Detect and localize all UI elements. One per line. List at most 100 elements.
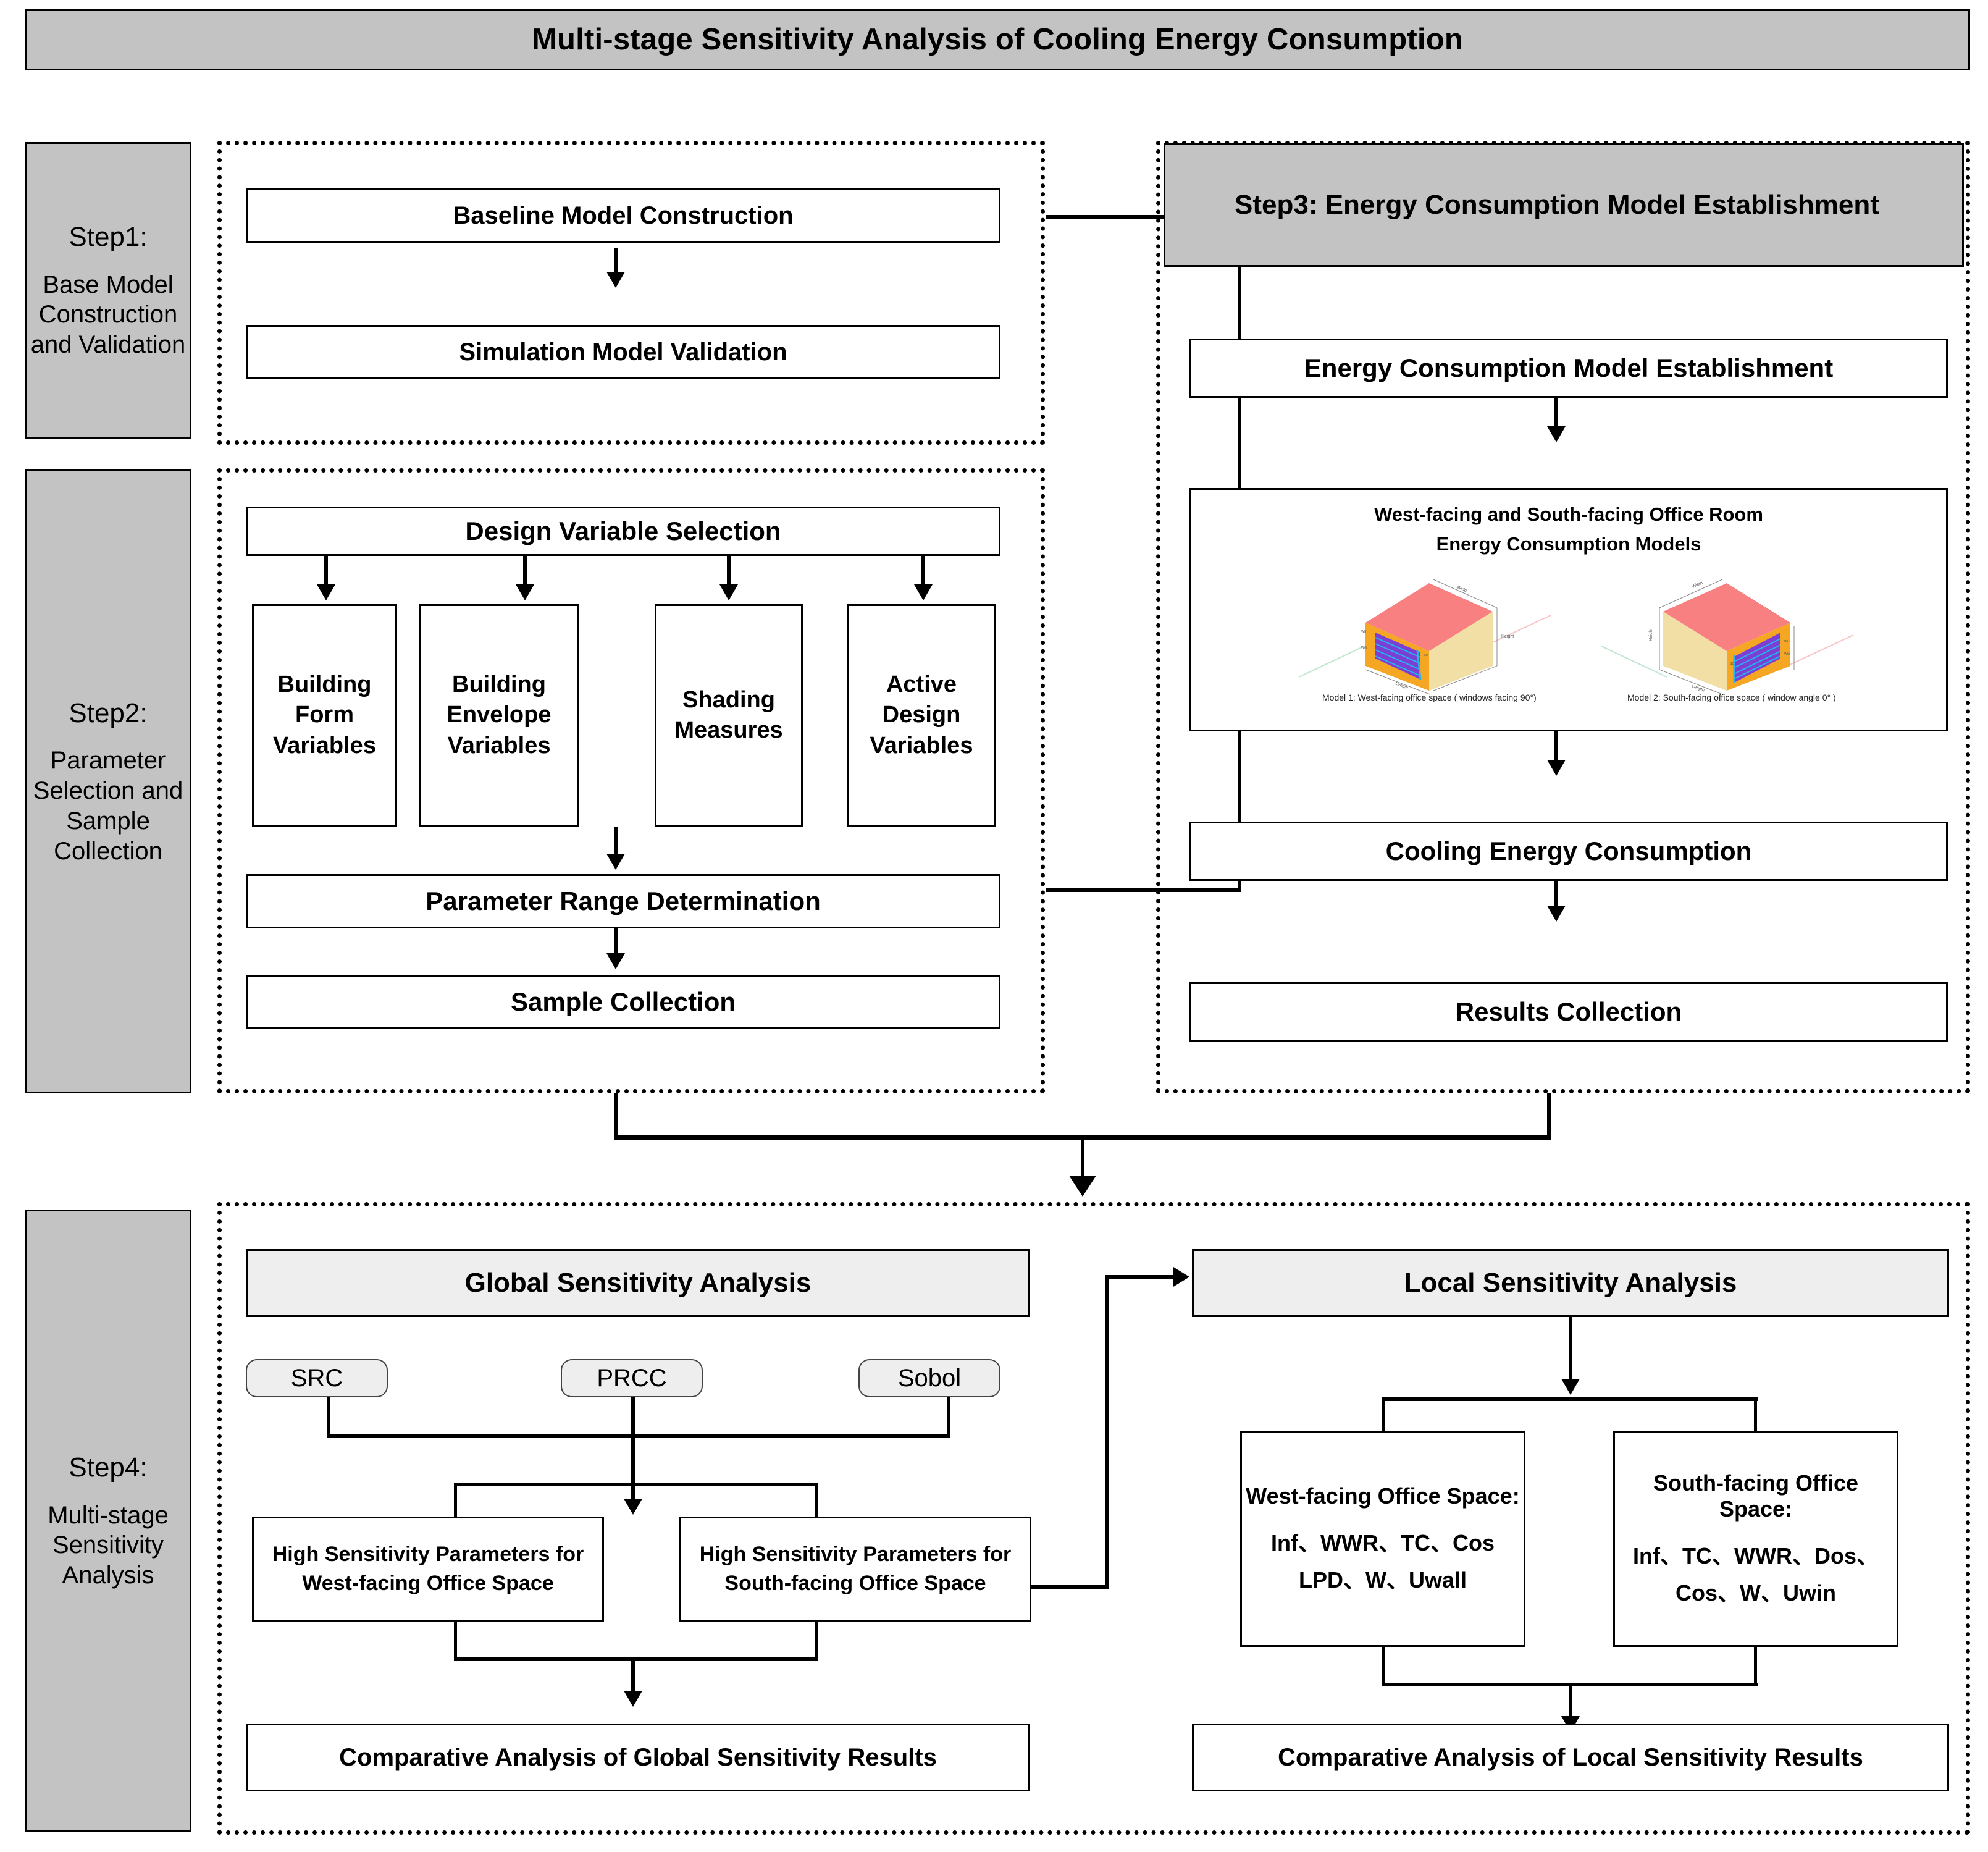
global-merge-down-stem [631, 1661, 635, 1692]
step1-arrow-down-icon [606, 272, 625, 288]
local-merge-horizontal [1382, 1683, 1758, 1686]
energy-model-establishment-label: Energy Consumption Model Establishment [1304, 353, 1834, 382]
step2-merge-stem [614, 827, 618, 855]
comparative-local-label: Comparative Analysis of Local Sensitivit… [1278, 1743, 1863, 1771]
local-merge-right-stem [1754, 1647, 1757, 1685]
svg-text:Length: Length [1395, 681, 1409, 690]
south-to-local-seg-h1 [1031, 1585, 1109, 1589]
bracket-bottom-segment [1046, 888, 1241, 892]
step4-dotted-panel [217, 1202, 1970, 1835]
variable-box-active-design: Active Design Variables [847, 604, 996, 827]
step1-label: Step1: [69, 221, 148, 252]
design-variable-selection-label: Design Variable Selection [465, 516, 781, 545]
step3-header-panel: Step3: Energy Consumption Model Establis… [1164, 143, 1964, 267]
comparative-local-box: Comparative Analysis of Local Sensitivit… [1192, 1724, 1949, 1791]
svg-text:Width: Width [1692, 581, 1703, 589]
method-label: Sobol [897, 1364, 962, 1392]
step4-label-panel: Step4: Multi-stage Sensitivity Analysis [25, 1210, 191, 1832]
step1-dotted-panel [217, 141, 1045, 445]
global-merge-arrow-icon [624, 1691, 642, 1707]
step4-merge-right-vertical [1547, 1093, 1551, 1139]
high-sens-split-right-stem [815, 1483, 818, 1518]
variable-label: Building Envelope Variables [447, 671, 552, 759]
local-sensitivity-analysis-label: Local Sensitivity Analysis [1404, 1268, 1737, 1298]
global-merge-horizontal [454, 1657, 818, 1661]
global-sensitivity-analysis-header: Global Sensitivity Analysis [246, 1249, 1030, 1317]
local-split-left-stem [1382, 1397, 1385, 1432]
local-header-arrow-icon [1561, 1379, 1580, 1395]
step2-arrow-2-icon [516, 584, 534, 600]
step1-sublabel: Base Model Construction and Validation [30, 271, 186, 359]
step4-merge-down-stem [1081, 1140, 1084, 1178]
global-merge-left-stem [454, 1622, 457, 1660]
variable-label: Shading Measures [674, 686, 783, 743]
step2-fanout-stem-2 [523, 556, 527, 586]
cooling-energy-consumption-box: Cooling Energy Consumption [1189, 822, 1948, 881]
parameter-range-label: Parameter Range Determination [426, 886, 821, 915]
models-panel-title: West-facing and South-facing Office Room… [1191, 503, 1946, 555]
method-pill-prcc[interactable]: PRCC [561, 1359, 703, 1397]
local-west-line1: Inf、WWR、TC、Cos [1271, 1530, 1495, 1555]
local-split-horizontal [1382, 1397, 1758, 1401]
parameter-range-determination-box: Parameter Range Determination [246, 874, 1000, 928]
svg-text:WH: WH [1361, 630, 1367, 634]
results-collection-label: Results Collection [1455, 997, 1682, 1026]
page-title: Multi-stage Sensitivity Analysis of Cool… [532, 23, 1463, 56]
simulation-model-validation-label: Simulation Model Validation [459, 338, 787, 366]
step3-stem-3 [1554, 881, 1558, 908]
step4-sublabel: Multi-stage Sensitivity Analysis [48, 1501, 169, 1589]
step2-label: Step2: [69, 697, 148, 728]
step2-fanout-stem-3 [727, 556, 731, 586]
method-label: PRCC [597, 1364, 667, 1392]
comparative-global-label: Comparative Analysis of Global Sensitivi… [339, 1743, 937, 1771]
simulation-model-validation-box: Simulation Model Validation [246, 325, 1000, 379]
south-to-local-seg-v [1105, 1275, 1109, 1589]
south-to-local-seg-h2 [1105, 1275, 1177, 1279]
high-sensitivity-south-line1: High Sensitivity Parameters for [699, 1543, 1012, 1566]
method-pill-src[interactable]: SRC [246, 1359, 388, 1397]
local-south-box: South-facing Office Space: Inf、TC、WWR、Do… [1613, 1431, 1898, 1647]
variable-label: Building Form Variables [273, 671, 376, 759]
model-2-caption: Model 2: South-facing office space ( win… [1627, 692, 1836, 702]
local-merge-down-stem [1569, 1686, 1572, 1717]
local-west-box: West-facing Office Space: Inf、WWR、TC、Cos… [1240, 1431, 1525, 1647]
high-sens-split-left-stem [454, 1483, 457, 1518]
step4-label: Step4: [69, 1452, 148, 1483]
step2-arrow-3-icon [719, 584, 738, 600]
local-merge-left-stem [1382, 1647, 1385, 1685]
step3-header-label: Step3: Energy Consumption Model Establis… [1235, 190, 1879, 220]
local-split-right-stem [1754, 1397, 1757, 1432]
model-1-caption: Model 1: West-facing office space ( wind… [1322, 692, 1537, 702]
svg-text:SD: SD [1730, 662, 1734, 666]
svg-text:SD: SD [1424, 654, 1428, 657]
variable-box-building-form: Building Form Variables [252, 604, 397, 827]
comparative-global-box: Comparative Analysis of Global Sensitivi… [246, 1724, 1030, 1791]
step3-dotted-panel [1156, 141, 1970, 1093]
model-2-illustration: Width Height Length WH WW SD [1601, 579, 1854, 695]
step2-fanout-stem-1 [324, 556, 328, 586]
pill-sobol-stem [947, 1397, 950, 1437]
pill-src-stem [327, 1397, 330, 1437]
svg-text:Length: Length [1691, 684, 1705, 692]
south-to-local-arrow-icon [1173, 1267, 1189, 1287]
pill-prcc-arrow-icon [624, 1499, 642, 1515]
local-south-line1: Inf、TC、WWR、Dos、 [1633, 1543, 1879, 1568]
design-variable-selection-box: Design Variable Selection [246, 507, 1000, 556]
variable-box-shading-measures: Shading Measures [655, 604, 803, 827]
local-sensitivity-analysis-header: Local Sensitivity Analysis [1192, 1249, 1949, 1317]
method-pill-sobol[interactable]: Sobol [858, 1359, 1000, 1397]
step1-connector-line [614, 248, 618, 273]
local-west-line2: LPD、W、Uwall [1298, 1567, 1467, 1593]
step3-arrow-3-icon [1547, 906, 1566, 922]
sample-collection-box: Sample Collection [246, 975, 1000, 1029]
results-collection-box: Results Collection [1189, 982, 1948, 1042]
step3-arrow-1-icon [1547, 426, 1566, 442]
models-panel-title-line1: West-facing and South-facing Office Room [1374, 503, 1763, 525]
high-sens-split-horizontal [454, 1483, 818, 1486]
baseline-model-construction-box: Baseline Model Construction [246, 188, 1000, 243]
model-1-illustration: Width Height Length WH WW SD [1298, 579, 1551, 695]
svg-text:Height: Height [1649, 629, 1653, 641]
bracket-top-segment [1046, 215, 1241, 219]
step2-range-to-sample-stem [614, 928, 618, 954]
step2-label-panel: Step2: Parameter Selection and Sample Co… [25, 469, 191, 1093]
